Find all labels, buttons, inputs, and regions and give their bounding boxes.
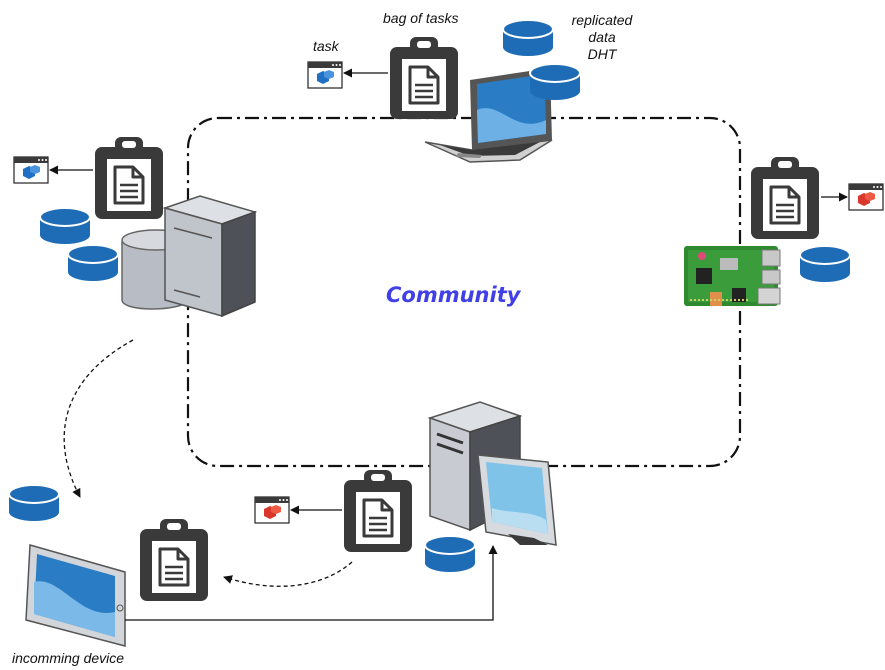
community-label: Community [386, 283, 521, 307]
database-icon [8, 484, 60, 522]
replicated-label: replicated [571, 12, 633, 28]
tablet-icon [25, 544, 126, 647]
task-label: task [313, 38, 339, 54]
laptop-icon [424, 68, 553, 163]
database-icon [67, 244, 119, 282]
connect-arrow [125, 545, 498, 621]
task-window-icon [13, 156, 49, 184]
task-window-icon [254, 496, 290, 524]
dht-label: DHT [587, 46, 617, 62]
clipboard-icon [342, 468, 414, 554]
task-window-icon [848, 183, 884, 211]
clipboard-icon [749, 155, 821, 241]
task-window-icon [307, 61, 343, 89]
replicated-data-dht-label: replicated data DHT [562, 12, 642, 63]
database-icon [424, 535, 476, 573]
clipboard-icon [93, 135, 165, 221]
database-icon [799, 245, 851, 283]
clipboard-icon [388, 35, 460, 121]
clipboard-icon [138, 517, 210, 603]
database-icon [39, 207, 91, 245]
bag-of-tasks-label: bag of tasks [383, 10, 459, 26]
incomming-device-label: incomming device [12, 650, 125, 666]
database-icon [502, 19, 554, 57]
task-dashed-arrow [223, 561, 353, 587]
join-dashed-arrow [63, 339, 134, 498]
database-icon [529, 63, 581, 101]
server-icon [121, 195, 258, 318]
raspberry-pi-icon [684, 246, 781, 306]
desktop-computer-icon [427, 401, 557, 546]
data-label: data [588, 29, 616, 45]
